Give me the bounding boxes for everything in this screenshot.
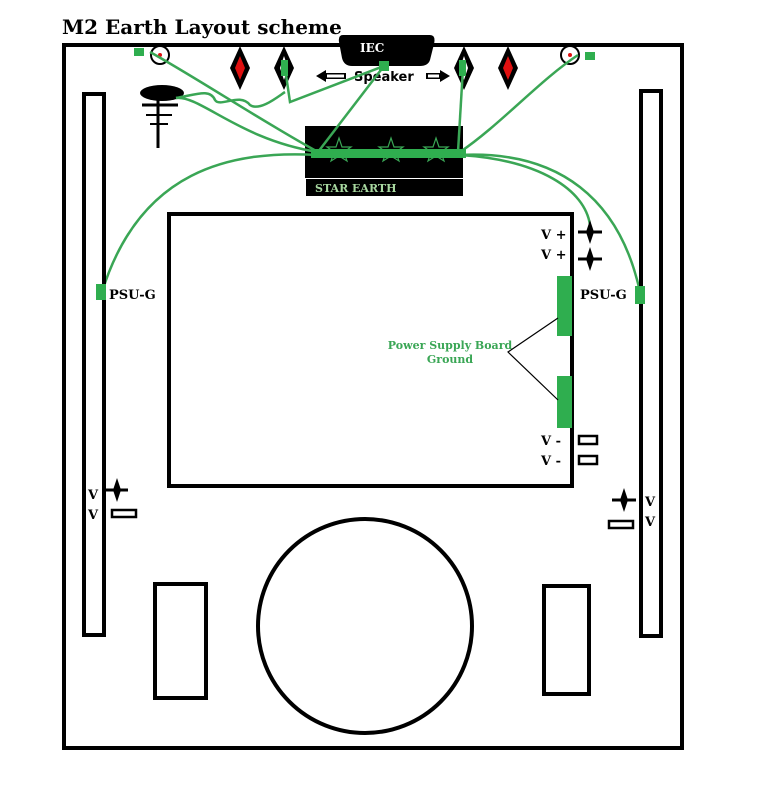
- left-v-label-2: V: [87, 508, 99, 523]
- psu-g-right-label: PSU-G: [580, 288, 627, 303]
- star-earth-label: STAR EARTH: [315, 182, 396, 195]
- right-v-label-2: V: [644, 515, 656, 530]
- iec-label: IEC: [360, 41, 384, 55]
- right-v-minus-terminal-icon: [607, 519, 635, 530]
- earth-wires: [100, 50, 642, 293]
- psb-ground-label-line1: Power Supply Board: [388, 339, 513, 352]
- speaker-arrow-right-icon: [426, 70, 450, 82]
- capacitor-left: [153, 582, 208, 700]
- psu-g-right-pad: [635, 286, 645, 304]
- v-plus-label-2: V +: [540, 248, 567, 263]
- left-v-minus-terminal-icon: [110, 508, 138, 519]
- right-heatsink-rail: [639, 89, 663, 638]
- psu-g-left-label: PSU-G: [109, 288, 156, 303]
- psb-ground-label-line2: Ground: [427, 353, 474, 366]
- capacitor-right: [542, 584, 591, 696]
- chassis-ground-icon: [140, 85, 184, 148]
- psb-ground-pad-top: [557, 276, 572, 336]
- left-heatsink-rail: [82, 92, 106, 637]
- right-v-label-1: V: [644, 495, 656, 510]
- v-minus-label-1: V -: [540, 434, 561, 449]
- power-supply-board: [167, 212, 574, 488]
- star-earth-bus-bar: [311, 149, 466, 158]
- psb-ground-pad-bottom: [557, 376, 572, 428]
- toroidal-transformer: [256, 517, 474, 735]
- v-plus-terminal-2-icon: [578, 247, 602, 271]
- v-minus-terminal-2-icon: [577, 454, 599, 466]
- diagram-title: M2 Earth Layout scheme: [62, 15, 342, 39]
- v-plus-label-1: V +: [540, 228, 567, 243]
- left-v-plus-terminal-icon: [106, 478, 128, 502]
- v-minus-terminal-1-icon: [577, 434, 599, 446]
- speaker-arrow-left-icon: [316, 70, 346, 82]
- iec-inlet: IEC: [338, 35, 435, 66]
- psb-ground-pointer: [507, 317, 559, 401]
- speaker-label: Speaker: [354, 70, 414, 85]
- right-v-plus-terminal-icon: [612, 488, 636, 512]
- v-plus-terminal-1-icon: [578, 220, 602, 244]
- left-v-label-1: V: [87, 488, 99, 503]
- v-minus-label-2: V -: [540, 454, 561, 469]
- rca-jack-right-icon: [560, 45, 580, 65]
- psu-g-left-pad: [96, 284, 106, 300]
